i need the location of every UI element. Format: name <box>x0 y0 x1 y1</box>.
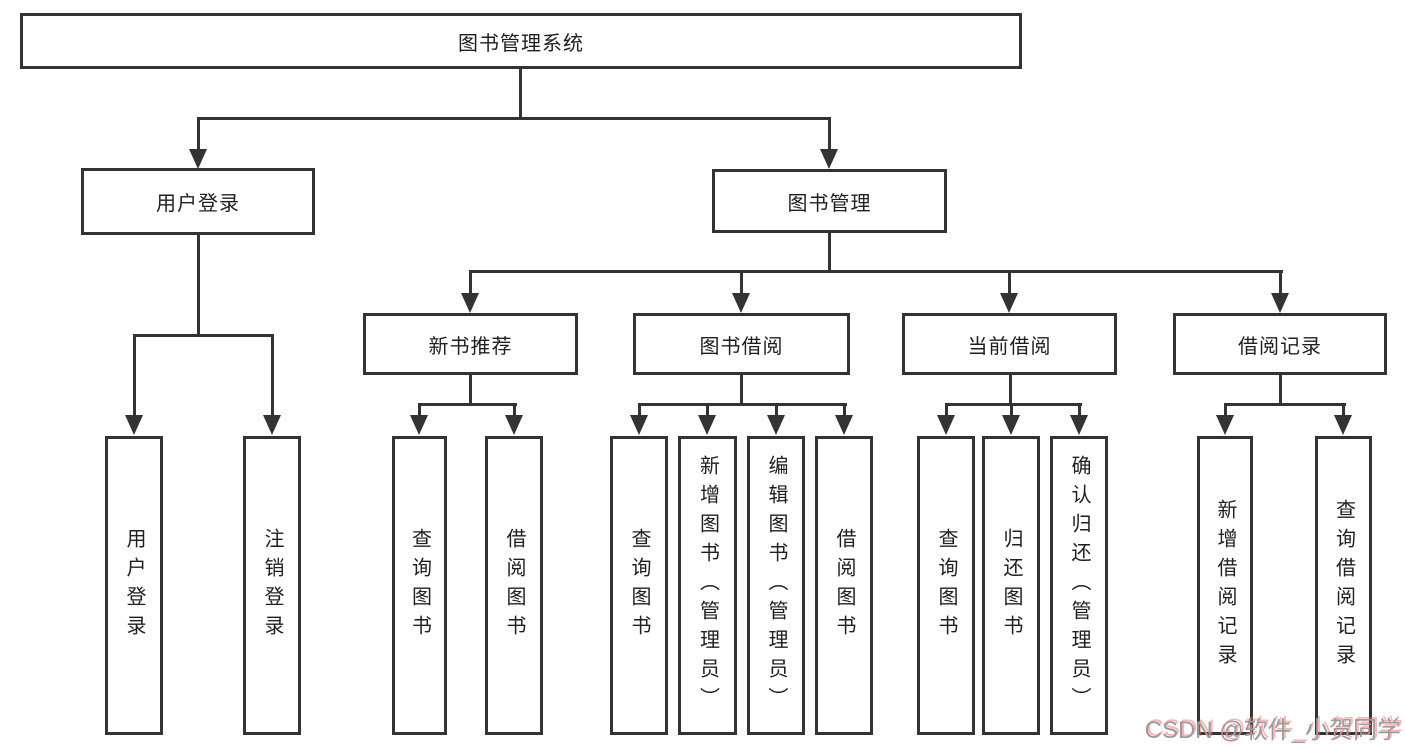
node-leaf-query-borrow-record-label: 查询借阅记录 <box>1332 498 1355 673</box>
connector-line <box>843 403 846 417</box>
node-leaf-edit-book-admin-label: 编辑图书（管理员） <box>765 455 787 716</box>
connector-line <box>1078 403 1081 417</box>
arrowhead-icon <box>1070 415 1088 435</box>
node-book-management: 图书管理 <box>712 169 947 233</box>
connector-line <box>418 403 421 417</box>
node-leaf-newbook-query: 查询图书 <box>392 436 447 735</box>
connector-line <box>945 403 1082 406</box>
connector-line <box>519 69 522 120</box>
connector-line <box>271 334 274 417</box>
connector-line <box>418 403 517 406</box>
arrowhead-icon <box>820 149 838 169</box>
node-leaf-add-book-admin: 新增图书（管理员） <box>678 436 737 735</box>
connector-line <box>740 270 743 296</box>
connector-line <box>469 270 1283 273</box>
node-current-borrow: 当前借阅 <box>902 313 1117 375</box>
node-leaf-query-borrow-record: 查询借阅记录 <box>1315 436 1372 735</box>
node-leaf-borrow-book-label: 借阅图书 <box>833 527 855 644</box>
node-leaf-current-query-label: 查询图书 <box>935 527 957 644</box>
connector-line <box>1279 270 1282 296</box>
arrowhead-icon <box>189 149 207 169</box>
node-new-book-recommend: 新书推荐 <box>363 313 578 375</box>
node-leaf-borrow-query-label: 查询图书 <box>628 527 650 644</box>
arrowhead-icon <box>263 415 281 435</box>
node-root: 图书管理系统 <box>20 13 1022 69</box>
node-leaf-borrow-query: 查询图书 <box>610 436 668 735</box>
connector-line <box>197 235 200 336</box>
connector-line <box>740 375 743 406</box>
node-root-label: 图书管理系统 <box>458 32 584 55</box>
connector-line <box>197 117 831 120</box>
arrowhead-icon <box>937 415 955 435</box>
node-leaf-newbook-borrow: 借阅图书 <box>485 436 543 735</box>
node-leaf-user-login: 用户登录 <box>105 436 163 735</box>
connector-line <box>133 334 136 417</box>
connector-line <box>1279 375 1282 406</box>
node-leaf-add-book-admin-label: 新增图书（管理员） <box>696 455 719 716</box>
connector-line <box>133 334 274 337</box>
node-current-borrow-label: 当前借阅 <box>967 335 1052 358</box>
node-borrow-record: 借阅记录 <box>1173 313 1387 375</box>
node-leaf-return-book: 归还图书 <box>982 436 1040 735</box>
arrowhead-icon <box>767 415 785 435</box>
connector-line <box>1224 403 1227 417</box>
arrowhead-icon <box>630 415 648 435</box>
node-new-book-recommend-label: 新书推荐 <box>428 335 513 358</box>
arrowhead-icon <box>835 415 853 435</box>
node-leaf-return-book-label: 归还图书 <box>1000 527 1022 644</box>
connector-line <box>638 403 847 406</box>
arrowhead-icon <box>410 415 428 435</box>
connector-line <box>775 403 778 417</box>
node-user-login-label: 用户登录 <box>156 193 240 215</box>
node-leaf-borrow-book: 借阅图书 <box>815 436 873 735</box>
connector-line <box>513 403 516 417</box>
connector-line <box>469 270 472 296</box>
connector-line <box>828 233 831 273</box>
connector-line <box>706 403 709 417</box>
node-book-borrow-label: 图书借阅 <box>699 335 784 358</box>
connector-line <box>1009 375 1012 406</box>
connector-line <box>828 117 831 151</box>
connector-line <box>638 403 641 417</box>
connector-line <box>945 403 948 417</box>
arrowhead-icon <box>1002 415 1020 435</box>
arrowhead-icon <box>698 415 716 435</box>
arrowhead-icon <box>1216 415 1234 435</box>
arrowhead-icon <box>1334 415 1352 435</box>
node-leaf-add-borrow-record: 新增借阅记录 <box>1197 436 1253 735</box>
node-leaf-confirm-return-admin-label: 确认归还（管理员） <box>1068 455 1090 716</box>
node-leaf-logout: 注销登录 <box>243 436 301 735</box>
arrowhead-icon <box>461 293 479 313</box>
node-book-management-label: 图书管理 <box>787 192 872 215</box>
arrowhead-icon <box>732 293 750 313</box>
node-leaf-confirm-return-admin: 确认归还（管理员） <box>1050 436 1108 735</box>
connector-line <box>469 375 472 406</box>
arrowhead-icon <box>505 415 523 435</box>
node-user-login: 用户登录 <box>81 168 315 235</box>
node-leaf-current-query: 查询图书 <box>917 436 975 735</box>
connector-line <box>1010 403 1013 417</box>
connector-line <box>1008 270 1011 296</box>
node-leaf-newbook-borrow-label: 借阅图书 <box>503 527 525 644</box>
arrowhead-icon <box>1000 293 1018 313</box>
arrowhead-icon <box>1271 293 1289 313</box>
node-borrow-record-label: 借阅记录 <box>1238 335 1322 358</box>
node-leaf-edit-book-admin: 编辑图书（管理员） <box>747 436 805 735</box>
connector-line <box>197 117 200 151</box>
csdn-watermark: CSDN @软件_小贺同学 <box>1144 717 1401 744</box>
node-book-borrow: 图书借阅 <box>633 313 850 375</box>
connector-line <box>1342 403 1345 417</box>
arrowhead-icon <box>125 415 143 435</box>
connector-line <box>1224 403 1346 406</box>
node-leaf-add-borrow-record-label: 新增借阅记录 <box>1214 498 1236 673</box>
node-leaf-user-login-label: 用户登录 <box>123 527 145 644</box>
node-leaf-newbook-query-label: 查询图书 <box>408 527 431 644</box>
node-leaf-logout-label: 注销登录 <box>261 527 283 644</box>
